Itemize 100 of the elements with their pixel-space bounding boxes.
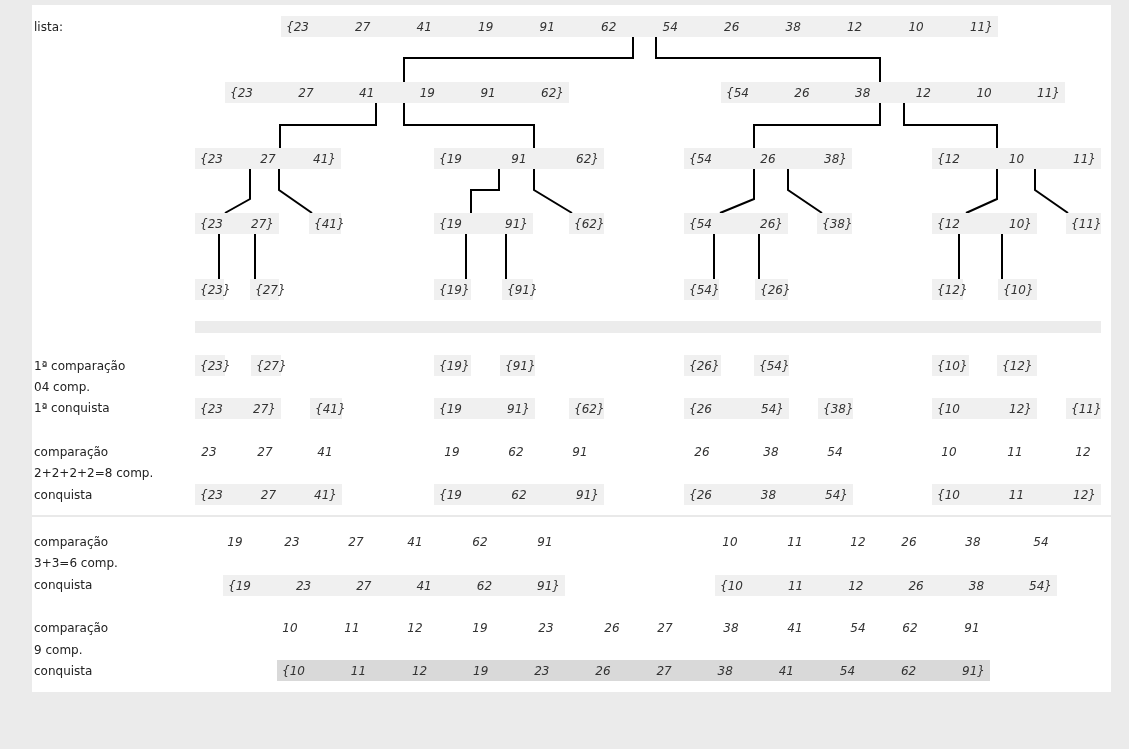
sorted-value: 26 — [694, 445, 710, 459]
list-value: {23 — [286, 19, 309, 34]
list-value: 27} — [251, 216, 274, 231]
sorted-value: 41 — [407, 535, 423, 549]
sorted-value: 23 — [201, 445, 217, 459]
list-value: 41 — [359, 85, 375, 100]
list-value: 91} — [576, 487, 599, 502]
list-value: 54} — [825, 487, 848, 502]
list-value: 11} — [1037, 85, 1060, 100]
list-value: {12} — [1002, 358, 1033, 373]
list-value: 62} — [576, 151, 599, 166]
sorted-value: 27 — [657, 621, 673, 635]
sorted-value: 41 — [787, 621, 803, 635]
list-value: {10 — [720, 578, 743, 593]
list-value: {23 — [200, 487, 223, 502]
list-value: 12 — [411, 663, 428, 678]
list-value: 91} — [962, 663, 985, 678]
list-band — [817, 213, 852, 234]
tree-connector — [279, 102, 377, 149]
list-value: {41} — [315, 401, 346, 416]
list-value: {62} — [574, 401, 605, 416]
list-value: {38} — [823, 401, 854, 416]
list-value: 38 — [968, 578, 985, 593]
list-value: {26} — [689, 358, 720, 373]
tree-connector — [655, 36, 881, 83]
list-band — [434, 213, 533, 234]
list-value: 26 — [595, 663, 611, 678]
list-value: 11 — [1008, 487, 1025, 502]
list-value: 19 — [473, 663, 489, 678]
list-value: 10 — [1008, 151, 1025, 166]
sorted-value: 19 — [472, 621, 488, 635]
sorted-value: 19 — [444, 445, 460, 459]
list-band — [309, 213, 341, 234]
sorted-value: 11 — [787, 535, 803, 549]
list-value: 54 — [839, 663, 856, 678]
sorted-value: 91 — [572, 445, 588, 459]
list-value: 12 — [847, 19, 863, 34]
row-label: comparação — [34, 621, 109, 635]
tree-connector — [278, 168, 313, 214]
tree-connector — [1001, 233, 1003, 280]
sorted-value: 62 — [902, 621, 918, 635]
list-value: {12 — [937, 151, 960, 166]
list-value: 41 — [416, 578, 432, 593]
list-value: {38} — [822, 216, 853, 231]
list-value: 38 — [855, 85, 871, 100]
sorted-value: 23 — [538, 621, 554, 635]
list-value: {27} — [256, 358, 287, 373]
tree-connector — [218, 233, 220, 280]
list-band — [932, 148, 1101, 169]
list-value: {26 — [689, 487, 712, 502]
sorted-value: 10 — [722, 535, 738, 549]
row-label: conquista — [34, 488, 93, 502]
list-value: 12 — [915, 85, 931, 100]
list-value: 41} — [313, 151, 336, 166]
list-value: 41} — [314, 487, 337, 502]
list-value: {54 — [726, 85, 749, 100]
tree-connector — [533, 168, 573, 214]
tree-connector — [965, 168, 998, 214]
list-value: {54 — [689, 216, 712, 231]
row-label: 3+3=6 comp. — [34, 556, 118, 570]
list-value: 91} — [537, 578, 560, 593]
sorted-value: 12 — [1075, 445, 1091, 459]
sorted-value: 23 — [284, 535, 300, 549]
list-value: 38 — [717, 663, 733, 678]
sorted-value: 38 — [723, 621, 739, 635]
list-value: 27 — [260, 487, 277, 502]
list-value: 91} — [505, 216, 528, 231]
list-value: 38} — [824, 151, 847, 166]
row-label: 04 comp. — [34, 380, 91, 394]
sorted-value: 26 — [901, 535, 917, 549]
list-value: 91 — [539, 19, 555, 34]
list-value: 11 — [787, 578, 804, 593]
list-value: {10} — [1003, 282, 1034, 297]
sorted-value: 12 — [850, 535, 866, 549]
list-value: 62 — [511, 487, 527, 502]
tree-connector — [505, 233, 507, 280]
list-value: {12 — [937, 216, 960, 231]
list-value: {23 — [200, 401, 223, 416]
list-value: 41 — [416, 19, 432, 34]
list-band — [225, 82, 569, 103]
list-band — [281, 16, 998, 37]
list-value: 10 — [908, 19, 924, 34]
list-value: {23} — [200, 358, 231, 373]
list-value: {91} — [507, 282, 538, 297]
list-band — [195, 148, 341, 169]
row-label: 1ª conquista — [34, 401, 110, 415]
list-value: 62} — [541, 85, 564, 100]
list-value: 27} — [253, 401, 276, 416]
list-band — [195, 213, 279, 234]
sorted-value: 91 — [537, 535, 553, 549]
list-band — [569, 213, 604, 234]
list-value: 38 — [785, 19, 801, 34]
row-label: lista: — [34, 20, 64, 34]
list-value: {11} — [1071, 401, 1102, 416]
list-band — [755, 279, 788, 300]
list-value: 23 — [295, 578, 312, 593]
list-band — [932, 213, 1037, 234]
sorted-value: 41 — [317, 445, 333, 459]
list-value: 26 — [760, 151, 776, 166]
list-value: {23 — [200, 151, 223, 166]
